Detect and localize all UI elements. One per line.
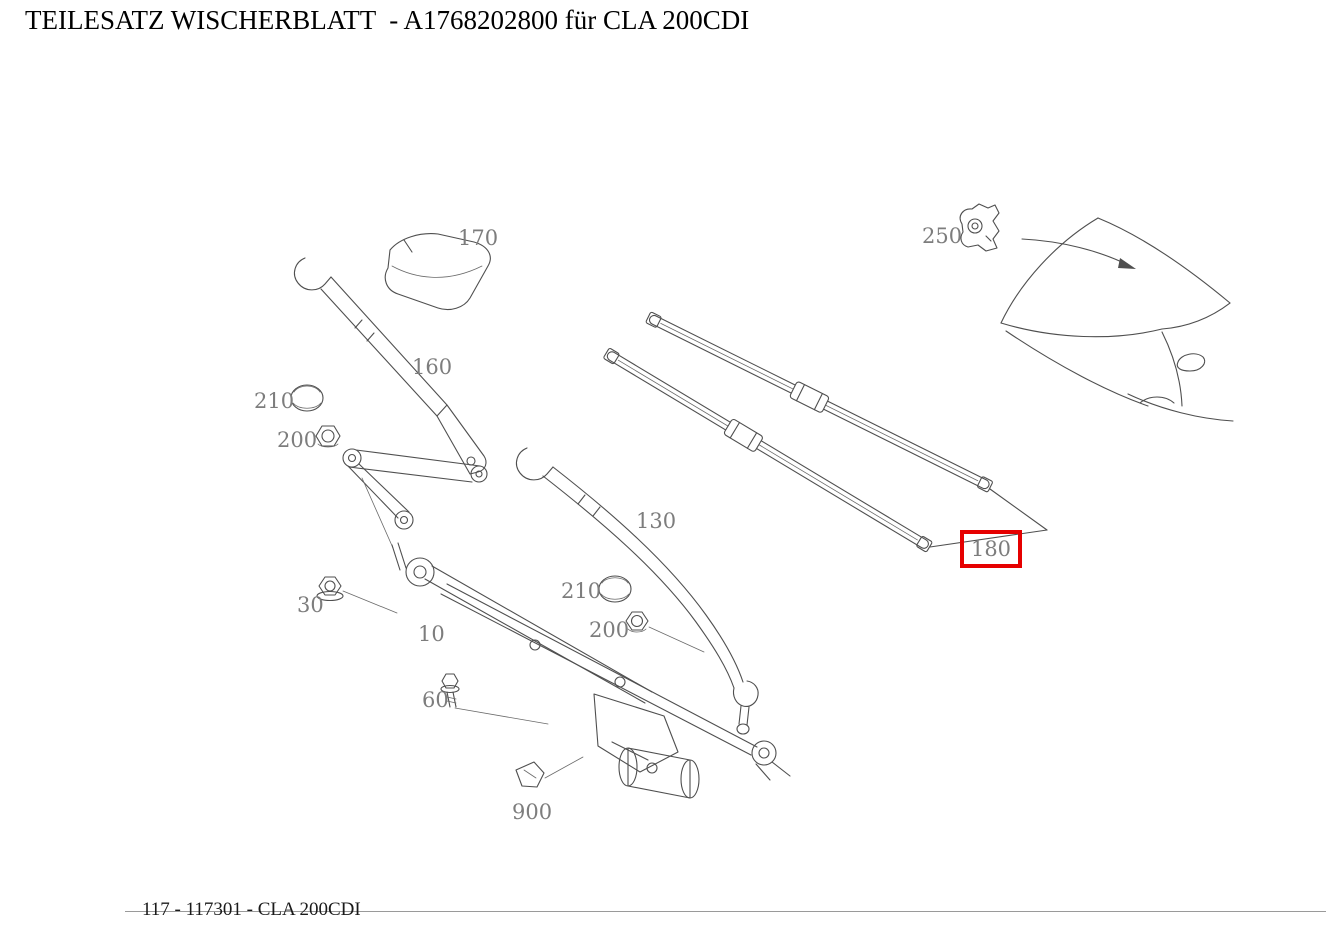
wiper-blade-upper-drawing [645,311,993,493]
footer-text: 117 - 117301 - CLA 200CDI [142,899,361,920]
wiper-arm-130-drawing [515,447,759,735]
part-label-250[interactable]: 250 [922,224,963,248]
part-label-170[interactable]: 170 [458,226,499,250]
part-label-130[interactable]: 130 [636,509,677,533]
part-label-200-right[interactable]: 200 [589,618,630,642]
part-label-210-left[interactable]: 210 [254,389,295,413]
highlighted-part-label-180[interactable]: 180 [960,530,1022,568]
part-label-30[interactable]: 30 [297,593,324,617]
part-label-10[interactable]: 10 [418,622,445,646]
cover-cap-210-right-drawing [598,575,632,603]
part-label-200-left[interactable]: 200 [277,428,318,452]
cap-170-drawing [384,233,491,311]
wiper-arm-160-drawing [293,257,488,549]
wiper-direction-arrow [1021,238,1136,269]
part-label-210-right[interactable]: 210 [561,579,602,603]
nut-30-drawing [316,576,398,614]
blade-leader-lines [929,488,1048,548]
linkage-frame-10-drawing [391,542,791,781]
screw-60-drawing [440,673,549,725]
part-label-900[interactable]: 900 [512,800,553,824]
part-label-160[interactable]: 160 [412,355,453,379]
part-label-60[interactable]: 60 [422,688,449,712]
motor-900-drawing [515,741,700,799]
nut-200-right-drawing [625,611,705,653]
part-label-180: 180 [970,537,1012,561]
part-250-drawing [959,203,1000,252]
footer-divider [125,911,1326,912]
nut-200-left-drawing [315,425,341,448]
car-windshield-sketch [1000,217,1234,422]
wiper-blade-lower-drawing [603,348,933,553]
page-title: TEILESATZ WISCHERBLATT - A1768202800 für… [25,5,750,35]
cover-cap-210-left-drawing [290,384,324,412]
